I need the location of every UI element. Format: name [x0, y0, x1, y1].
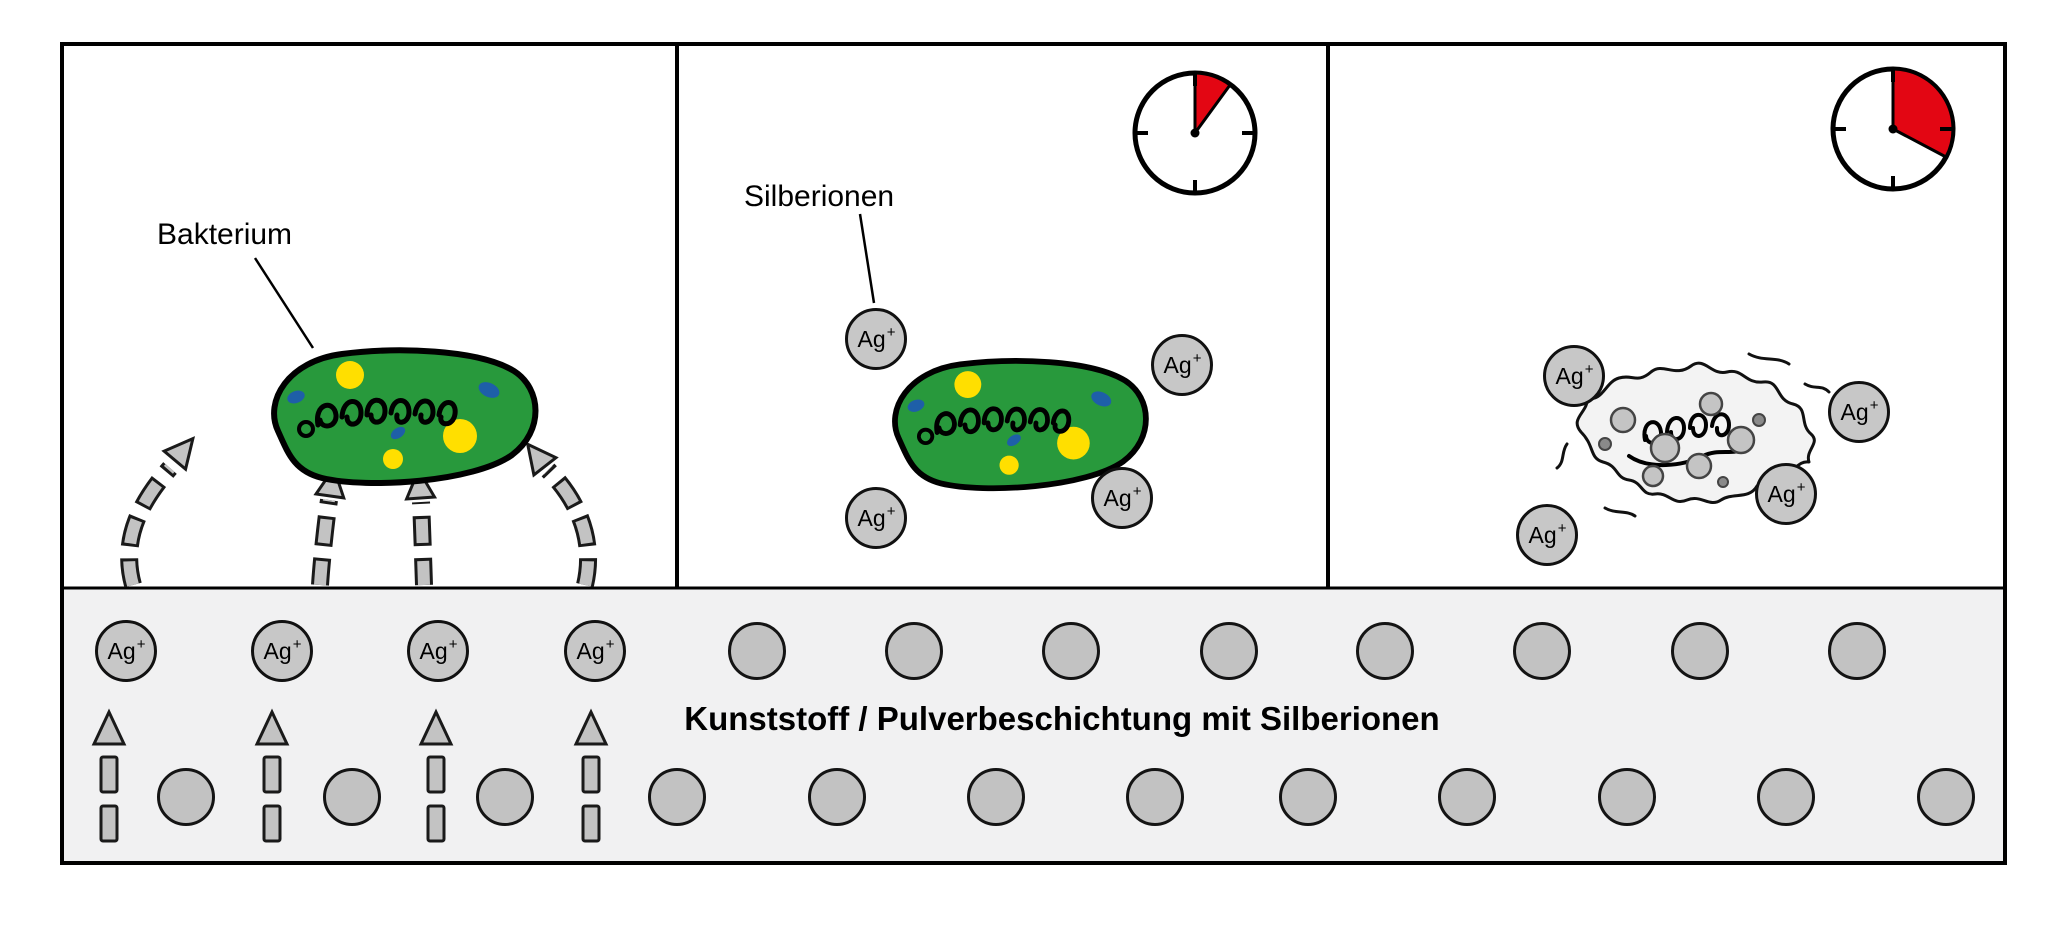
released-dna-squiggle — [1627, 412, 1747, 467]
silver-particle — [476, 768, 534, 826]
silver-ion: Ag+ — [564, 620, 626, 682]
clock-ticks — [1135, 73, 1255, 193]
silver-particle — [728, 622, 786, 680]
silver-particle — [1671, 622, 1729, 680]
ion-charge: + — [1869, 396, 1879, 414]
ion-charge: + — [605, 635, 615, 653]
outer-frame — [60, 42, 2007, 865]
ion-charge: + — [886, 502, 896, 520]
silver-ion: Ag+ — [845, 487, 907, 549]
ion-symbol: Ag — [263, 637, 292, 664]
bacterium-healthy — [274, 350, 535, 483]
silver-ion: Ag+ — [1828, 381, 1890, 443]
curved-arrow-4 — [525, 441, 598, 588]
clock-ticks — [1833, 69, 1953, 189]
substrate-arrow-4 — [573, 708, 609, 843]
silver-particle — [1356, 622, 1414, 680]
ion-symbol: Ag — [857, 325, 886, 352]
silver-ion-label: Silberionen — [744, 180, 895, 213]
ion-charge: + — [292, 635, 302, 653]
ion-symbol: Ag — [1528, 521, 1557, 548]
substrate-arrow-3 — [418, 708, 454, 843]
silver-particle — [1200, 622, 1258, 680]
silver-particle — [885, 622, 943, 680]
silver-particle — [1438, 768, 1496, 826]
silver-particle — [1126, 768, 1184, 826]
curved-arrow-1 — [120, 436, 196, 588]
silver-ion-pointer-line — [858, 213, 876, 304]
substrate-ion-arrows — [91, 708, 609, 843]
silver-particle — [1598, 768, 1656, 826]
silver-ion: Ag+ — [1543, 345, 1605, 407]
ion-charge: + — [448, 635, 458, 653]
ion-charge: + — [136, 635, 146, 653]
silver-particle — [1917, 768, 1975, 826]
ion-charge: + — [1584, 360, 1594, 378]
silver-ion: Ag+ — [95, 620, 157, 682]
silver-particle — [1042, 622, 1100, 680]
ion-symbol: Ag — [1163, 351, 1192, 378]
bacterium-pointer-line — [253, 257, 315, 349]
silver-particle — [1513, 622, 1571, 680]
ion-symbol: Ag — [1103, 484, 1132, 511]
silver-particle — [1828, 622, 1886, 680]
ion-symbol: Ag — [857, 504, 886, 531]
bacterium-destroyed — [1555, 352, 1831, 518]
coating-label: Kunststoff / Pulverbeschichtung mit Silb… — [684, 700, 1440, 737]
silver-particle — [1757, 768, 1815, 826]
ion-symbol: Ag — [107, 637, 136, 664]
silver-ion: Ag+ — [1516, 504, 1578, 566]
ion-charge: + — [1557, 519, 1567, 537]
silver-ion: Ag+ — [1151, 334, 1213, 396]
ion-symbol: Ag — [1767, 480, 1796, 507]
bacterium-label: Bakterium — [157, 218, 293, 251]
silver-particle — [1279, 768, 1337, 826]
silver-particle — [967, 768, 1025, 826]
silver-particle — [323, 768, 381, 826]
silver-particle — [808, 768, 866, 826]
silver-particle — [648, 768, 706, 826]
ion-charge: + — [1796, 478, 1806, 496]
silver-particle — [157, 768, 215, 826]
ion-symbol: Ag — [1840, 398, 1869, 425]
clock-icon — [1132, 70, 1258, 196]
silver-ion: Ag+ — [251, 620, 313, 682]
silver-ion: Ag+ — [1755, 463, 1817, 525]
clock-icon — [1830, 66, 1956, 192]
ion-charge: + — [1192, 349, 1202, 367]
silver-ion: Ag+ — [1091, 467, 1153, 529]
ion-symbol: Ag — [1555, 362, 1584, 389]
small-dark-particles — [1598, 413, 1766, 488]
ion-charge: + — [1132, 482, 1142, 500]
substrate-arrow-1 — [91, 708, 127, 843]
silver-ion: Ag+ — [407, 620, 469, 682]
substrate-arrow-2 — [254, 708, 290, 843]
cell-fragments — [1555, 352, 1831, 518]
silver-ion: Ag+ — [845, 308, 907, 370]
ion-symbol: Ag — [576, 637, 605, 664]
curved-arrow-3 — [404, 466, 438, 586]
ion-charge: + — [886, 323, 896, 341]
degraded-particles — [1609, 391, 1756, 488]
panel-frame — [60, 42, 2007, 865]
ion-symbol: Ag — [419, 637, 448, 664]
